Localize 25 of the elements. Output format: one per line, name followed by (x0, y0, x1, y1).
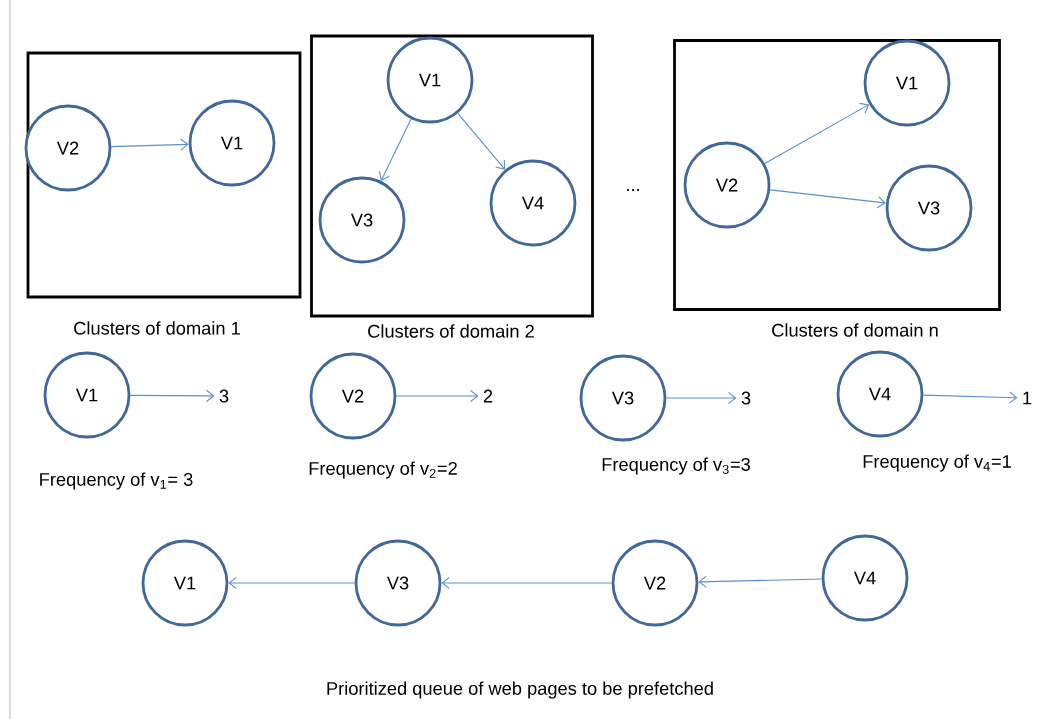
frequency-value: 3 (219, 389, 229, 403)
frequency-value: 3 (741, 391, 751, 405)
arrow (378, 118, 412, 181)
cluster-caption: Clusters of domain n (772, 323, 938, 337)
cluster-caption: Clusters of domain 1 (74, 321, 240, 335)
frequency-text: Frequency of v$_{2}$=2 (309, 461, 457, 479)
arrow (110, 138, 189, 151)
arrow (764, 102, 870, 165)
frequency-text: Frequency of v$_{3}$=3 (602, 457, 750, 475)
arrow (769, 189, 886, 209)
arrow (441, 576, 613, 590)
arrow (698, 575, 823, 588)
frequency-text: Frequency of v$_{4}$=1 (863, 454, 1011, 472)
arrow (665, 391, 737, 405)
caption: Prioritized queue of web pages to be prefetched (327, 681, 713, 699)
frequency-text: Frequency of v$_{1}$= 3 (40, 472, 193, 490)
arrow (129, 389, 215, 403)
frequency-value: 2 (483, 389, 493, 403)
arrow (395, 389, 479, 403)
arrow (922, 391, 1018, 404)
arrow (228, 576, 356, 590)
arrow (457, 112, 506, 170)
frequency-value: 1 (1023, 391, 1032, 405)
ellipsis-label: ... (627, 189, 639, 191)
cluster-caption: Clusters of domain 2 (368, 324, 534, 338)
